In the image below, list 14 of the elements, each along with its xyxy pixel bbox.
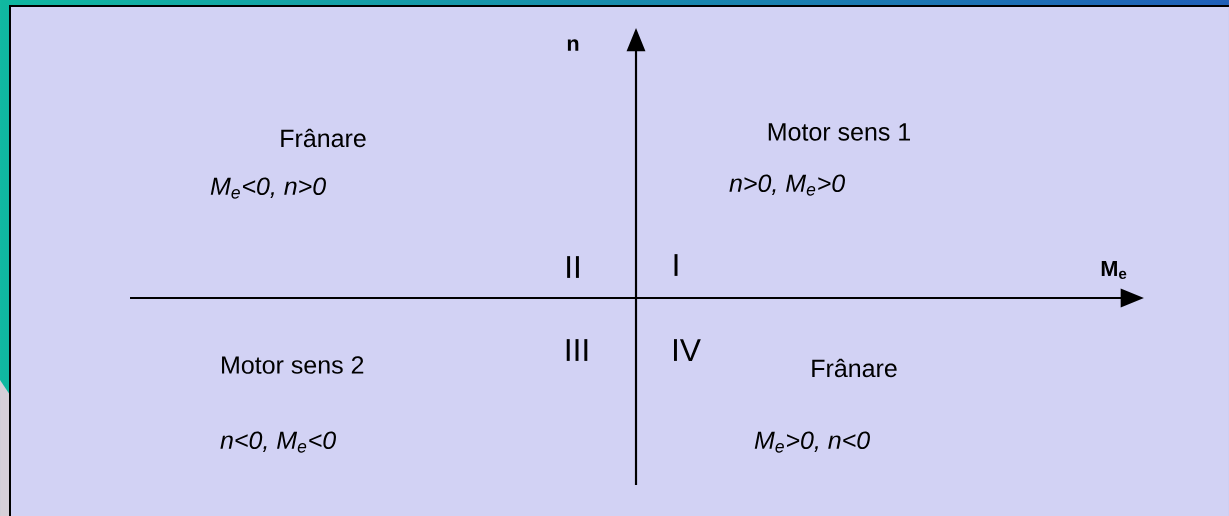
- axis-label: M$_{e}$: [1101, 261, 1127, 280]
- sign-condition: n<0, M$_{e}$<0: [220, 431, 336, 453]
- quadrant-number: IV: [674, 339, 701, 361]
- mode-label: Frânare: [812, 358, 897, 378]
- quadrant-number: I: [674, 254, 678, 276]
- mode-label: Frânare: [281, 128, 366, 148]
- mode-label: Motor sens 1: [768, 123, 910, 141]
- sign-condition: M$_{e}$>0, n<0: [754, 431, 870, 453]
- sign-condition: n>0, M$_{e}$>0: [729, 174, 845, 196]
- mode-label: Motor sens 2: [222, 356, 364, 374]
- quadrant-number: III: [566, 339, 588, 361]
- sign-condition: M$_{e}$<0, n>0: [210, 177, 326, 199]
- quadrant-number: II: [567, 256, 579, 278]
- axis-label: n: [567, 39, 579, 51]
